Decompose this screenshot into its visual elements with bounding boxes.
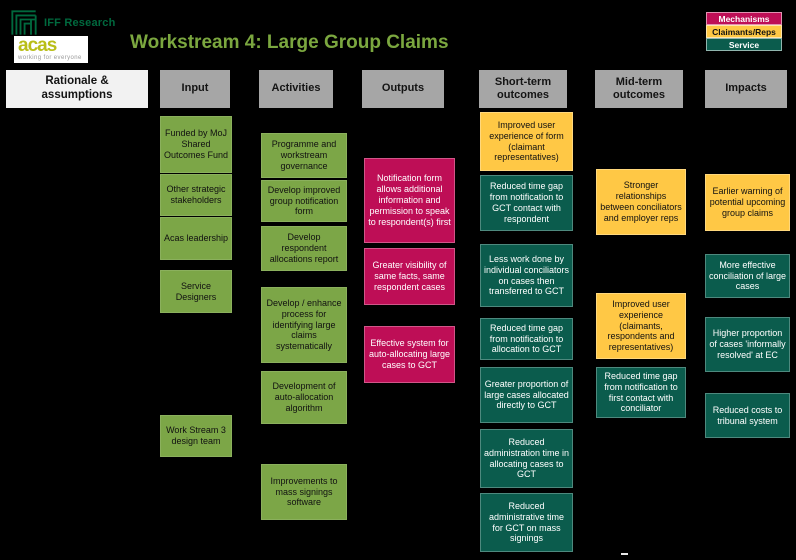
short-term-box-time-gap-allocation: Reduced time gap from notification to al… bbox=[480, 318, 573, 360]
impact-box-earlier-warning: Earlier warning of potential upcoming gr… bbox=[705, 174, 790, 231]
input-box-acas-leadership: Acas leadership bbox=[160, 217, 232, 260]
mid-term-box-time-gap-conciliator: Reduced time gap from notification to fi… bbox=[596, 367, 686, 418]
mid-term-box-user-experience: Improved user experience (claimants, res… bbox=[596, 293, 686, 359]
mid-term-box-relationships: Stronger relationships between conciliat… bbox=[596, 169, 686, 235]
column-header-mid-term: Mid-term outcomes bbox=[595, 70, 683, 108]
activity-box-identify-claims: Develop / enhance process for identifyin… bbox=[261, 287, 347, 363]
iff-logo-icon bbox=[11, 10, 37, 35]
acas-logo: acas working for everyone bbox=[14, 36, 88, 63]
input-box-funded: Funded by MoJ Shared Outcomes Fund bbox=[160, 116, 232, 173]
column-header-rationale: Rationale & assumptions bbox=[6, 70, 148, 108]
activity-box-mass-signings: Improvements to mass signings software bbox=[261, 464, 347, 520]
short-term-box-time-gap-respondent: Reduced time gap from notification to GC… bbox=[480, 175, 573, 231]
short-term-box-admin-time-mass-signings: Reduced administrative time for GCT on m… bbox=[480, 493, 573, 552]
column-header-activities: Activities bbox=[259, 70, 333, 108]
acas-tagline: working for everyone bbox=[18, 55, 82, 61]
impact-box-reduced-costs: Reduced costs to tribunal system bbox=[705, 393, 790, 438]
input-box-workstream3-team: Work Stream 3 design team bbox=[160, 415, 232, 457]
impact-box-informally-resolved: Higher proportion of cases 'informally r… bbox=[705, 317, 790, 372]
short-term-box-user-experience: Improved user experience of form (claima… bbox=[480, 112, 573, 171]
impact-box-effective-conciliation: More effective conciliation of large cas… bbox=[705, 254, 790, 298]
activity-box-auto-allocation: Development of auto-allocation algorithm bbox=[261, 371, 347, 424]
footer-dash bbox=[621, 553, 628, 555]
legend-service: Service bbox=[706, 38, 782, 51]
column-header-input: Input bbox=[160, 70, 230, 108]
column-header-impacts: Impacts bbox=[705, 70, 787, 108]
output-box-notification-form: Notification form allows additional info… bbox=[364, 158, 455, 243]
iff-logo-text: IFF Research bbox=[44, 17, 116, 29]
activity-box-allocations-report: Develop respondent allocations report bbox=[261, 226, 347, 271]
iff-research-logo: IFF Research bbox=[10, 9, 115, 37]
acas-logo-text: acas bbox=[18, 35, 57, 56]
short-term-box-greater-proportion: Greater proportion of large cases alloca… bbox=[480, 367, 573, 423]
legend-claimants-reps: Claimants/Reps bbox=[706, 25, 782, 38]
output-box-auto-allocating: Effective system for auto-allocating lar… bbox=[364, 326, 455, 383]
legend-mechanisms: Mechanisms bbox=[706, 12, 782, 25]
activity-box-notification-form: Develop improved group notification form bbox=[261, 180, 347, 222]
input-box-service-designers: Service Designers bbox=[160, 270, 232, 313]
activity-box-governance: Programme and workstream governance bbox=[261, 133, 347, 178]
short-term-box-less-work: Less work done by individual conciliator… bbox=[480, 244, 573, 307]
legend: Mechanisms Claimants/Reps Service bbox=[706, 12, 782, 51]
output-box-visibility: Greater visibility of same facts, same r… bbox=[364, 248, 455, 305]
column-header-outputs: Outputs bbox=[362, 70, 444, 108]
slide-title: Workstream 4: Large Group Claims bbox=[130, 32, 449, 53]
input-box-stakeholders: Other strategic stakeholders bbox=[160, 174, 232, 216]
short-term-box-admin-time-allocating: Reduced administration time in allocatin… bbox=[480, 429, 573, 488]
column-header-short-term: Short-term outcomes bbox=[479, 70, 567, 108]
